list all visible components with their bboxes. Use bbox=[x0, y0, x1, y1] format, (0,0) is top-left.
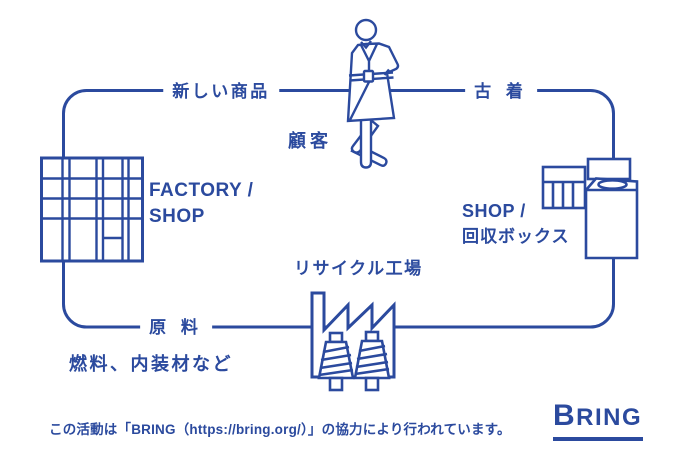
fabric-icon bbox=[40, 156, 144, 263]
credit-text: この活動は「BRING（https://bring.org/）」の協力により行わ… bbox=[49, 422, 511, 437]
label-factory-shop-line2: SHOP bbox=[149, 205, 205, 227]
label-factory-shop: FACTORY / SHOP bbox=[149, 178, 253, 229]
label-factory-shop-line1: FACTORY / bbox=[149, 180, 254, 201]
label-shop-collection-box: SHOP / 回収ボックス bbox=[462, 202, 570, 247]
collection-box-icon bbox=[541, 157, 639, 260]
label-raw-material: 原 料 bbox=[140, 317, 212, 339]
label-customer: 顧客 bbox=[288, 131, 332, 151]
bring-logo: BRING bbox=[553, 399, 644, 441]
label-new-product: 新しい商品 bbox=[163, 81, 279, 103]
label-used-clothes: 古 着 bbox=[465, 81, 537, 103]
customer-icon bbox=[346, 18, 400, 169]
label-shop-box-line1: SHOP / bbox=[462, 201, 526, 221]
label-recycle-factory: リサイクル工場 bbox=[294, 259, 423, 278]
label-fuel-note: 燃料、内装材など bbox=[69, 354, 233, 374]
factory-icon bbox=[310, 291, 396, 392]
label-shop-box-line2: 回収ボックス bbox=[462, 227, 570, 246]
